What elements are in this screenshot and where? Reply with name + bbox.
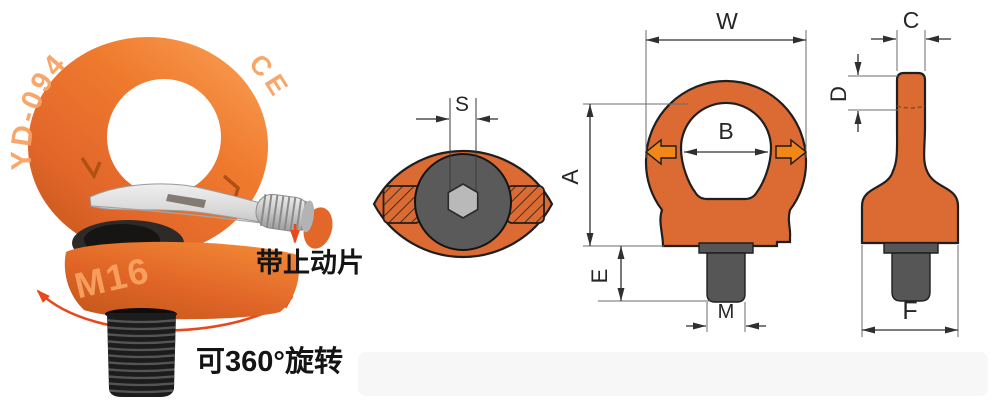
side-view-bolt	[891, 252, 931, 302]
spring-pin	[255, 193, 315, 233]
load-direction-arrow-left	[644, 138, 677, 166]
swivel-base	[64, 241, 300, 320]
dim-label-a: A	[557, 169, 583, 185]
front-view-diagram: W A B E M	[557, 8, 808, 332]
dim-label-f: F	[902, 297, 917, 325]
callout-stop-plate: 带止动片	[256, 248, 364, 278]
top-view-diagram: S	[372, 93, 554, 259]
thread-ridges	[107, 318, 176, 394]
hex-socket	[447, 183, 479, 219]
stop-plate-slot	[166, 194, 206, 208]
dim-label-s: S	[455, 93, 469, 116]
dim-label-e: E	[587, 269, 612, 284]
front-view-bolt-collar	[698, 242, 754, 254]
dim-label-m: M	[718, 301, 735, 323]
front-view-bolt	[706, 252, 746, 303]
top-view-hatch-right	[506, 185, 545, 224]
dim-label-d: D	[826, 86, 851, 102]
side-view-section-dash	[896, 105, 926, 109]
side-view-body	[860, 71, 960, 245]
threaded-shank	[107, 313, 176, 397]
ring-chevron-left	[80, 157, 102, 180]
background-band	[358, 352, 988, 396]
side-view-diagram: C D F	[826, 7, 960, 337]
product-photo: YD-094 CE M16	[6, 37, 364, 397]
dim-label-b: B	[718, 118, 733, 144]
load-direction-arrow-right	[775, 138, 808, 166]
callout-rotation: 可360°旋转	[196, 345, 343, 378]
dim-label-w: W	[716, 8, 738, 34]
side-view-bolt-collar	[883, 242, 939, 254]
dim-label-c: C	[903, 7, 920, 33]
